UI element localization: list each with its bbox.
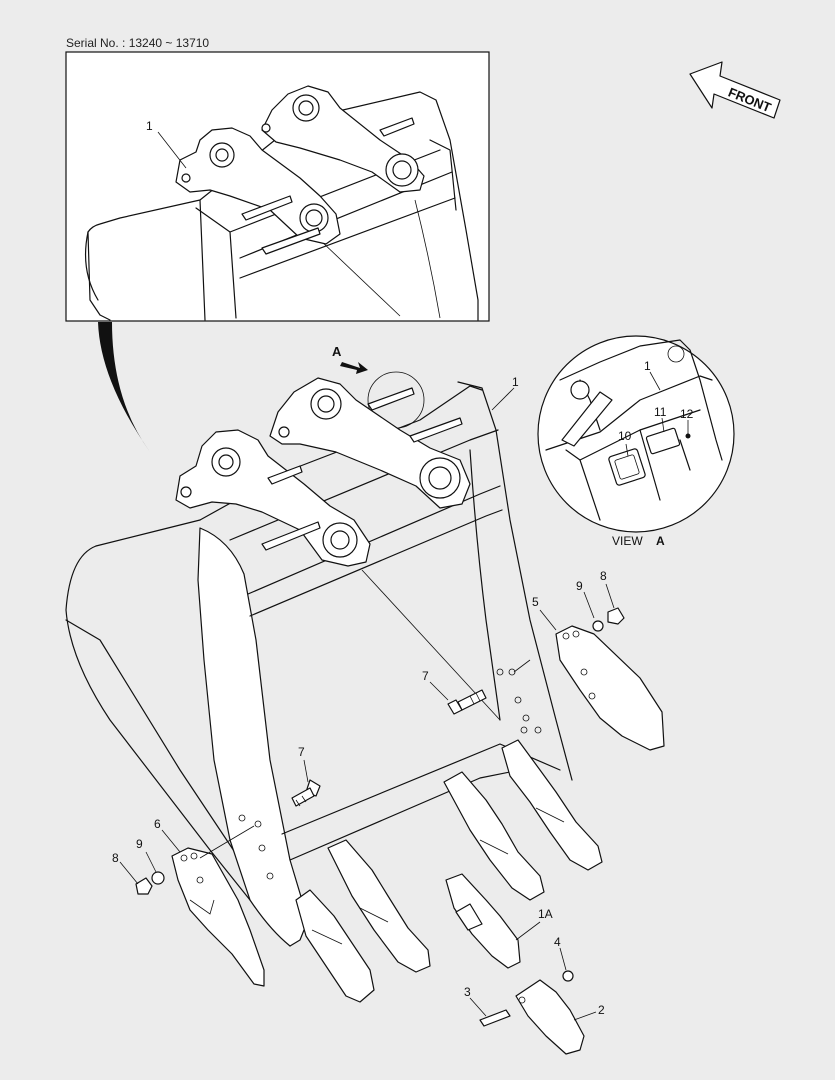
- pin: [479, 1009, 511, 1027]
- view-a-detail: [537, 335, 735, 533]
- callout-12: 12: [680, 407, 694, 421]
- serial-number: Serial No. : 13240 ~ 13710: [66, 36, 210, 50]
- washer-right: [592, 620, 604, 632]
- view-a-marker: A: [332, 344, 342, 359]
- callout-10: 10: [618, 429, 632, 443]
- leader-lines: [119, 131, 615, 1021]
- bucket-teeth: [295, 739, 603, 1003]
- side-cutter-right: [555, 625, 665, 751]
- inset-pointer-arrow: [98, 322, 150, 452]
- callouts: 1 1 1 10 11 12 5 9 8 7 7 6 9 8 1A 4 3 2: [112, 119, 694, 1017]
- callout-4: 4: [554, 935, 561, 949]
- bolt-lower: [291, 779, 321, 807]
- washer-left: [151, 871, 165, 885]
- view-a-label: VIEW: [612, 534, 643, 548]
- side-cutter-left: [171, 847, 265, 987]
- inset-detail: [65, 51, 490, 322]
- callout-inset-1: 1: [146, 119, 153, 133]
- tooth-point: [515, 979, 585, 1055]
- view-a-direction-arrow: [340, 362, 368, 374]
- callout-7-upper: 7: [422, 669, 429, 683]
- callout-8-right: 8: [600, 569, 607, 583]
- callout-5: 5: [532, 595, 539, 609]
- callout-11: 11: [654, 405, 667, 419]
- callout-9-right: 9: [576, 579, 583, 593]
- front-arrow: FRONT: [689, 61, 781, 119]
- retainer: [562, 970, 574, 982]
- callout-7-lower: 7: [298, 745, 305, 759]
- callout-1: 1: [512, 375, 519, 389]
- bucket-assembly: [65, 377, 573, 947]
- nut-right: [607, 607, 625, 625]
- bolt-upper: [447, 689, 487, 715]
- view-a-letter: A: [656, 534, 665, 548]
- callout-1A: 1A: [538, 907, 553, 921]
- callout-view-1: 1: [644, 359, 651, 373]
- nut-left: [135, 877, 153, 895]
- callout-8-left: 8: [112, 851, 119, 865]
- callout-9-left: 9: [136, 837, 143, 851]
- callout-2: 2: [598, 1003, 605, 1017]
- callout-3: 3: [464, 985, 471, 999]
- callout-6: 6: [154, 817, 161, 831]
